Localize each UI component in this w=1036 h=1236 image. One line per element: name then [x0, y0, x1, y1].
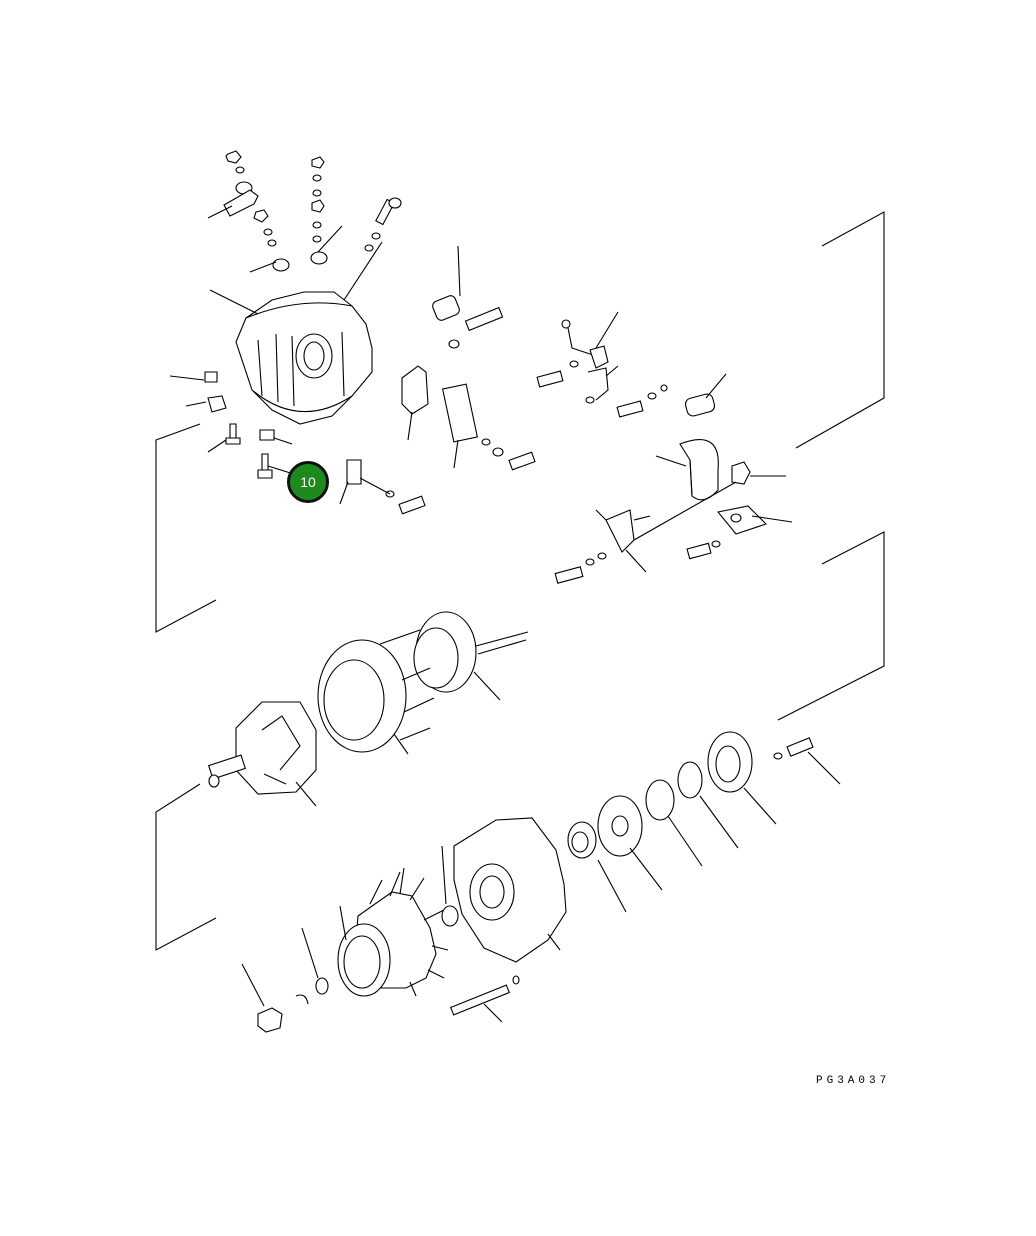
- brush-holder-clip: [347, 460, 425, 514]
- field-coil: [414, 612, 528, 692]
- leader-lines: [170, 206, 840, 1022]
- rotor: [209, 702, 316, 794]
- group-bracket-lines: [156, 212, 884, 950]
- top-stack-center: [311, 157, 327, 264]
- drawing-code: PG3A037: [816, 1075, 891, 1087]
- rectifier-terminal: [555, 510, 650, 583]
- callout-label: 10: [300, 474, 316, 490]
- rear-housing: [236, 292, 372, 424]
- fan-and-pulley: [258, 872, 519, 1032]
- housing-clips: [205, 372, 274, 478]
- terminal-bushing: [431, 294, 502, 348]
- regulator-assembly: [402, 366, 535, 470]
- stator-core: [318, 630, 434, 752]
- front-bracket: [442, 818, 566, 962]
- callout-marker-10[interactable]: 10: [287, 461, 329, 503]
- upper-right-terminals: [537, 320, 716, 417]
- top-stud-bolt: [365, 198, 401, 251]
- top-stack-left: [224, 151, 289, 271]
- front-bearings: [568, 732, 813, 858]
- rectifier-assembly: [680, 440, 766, 559]
